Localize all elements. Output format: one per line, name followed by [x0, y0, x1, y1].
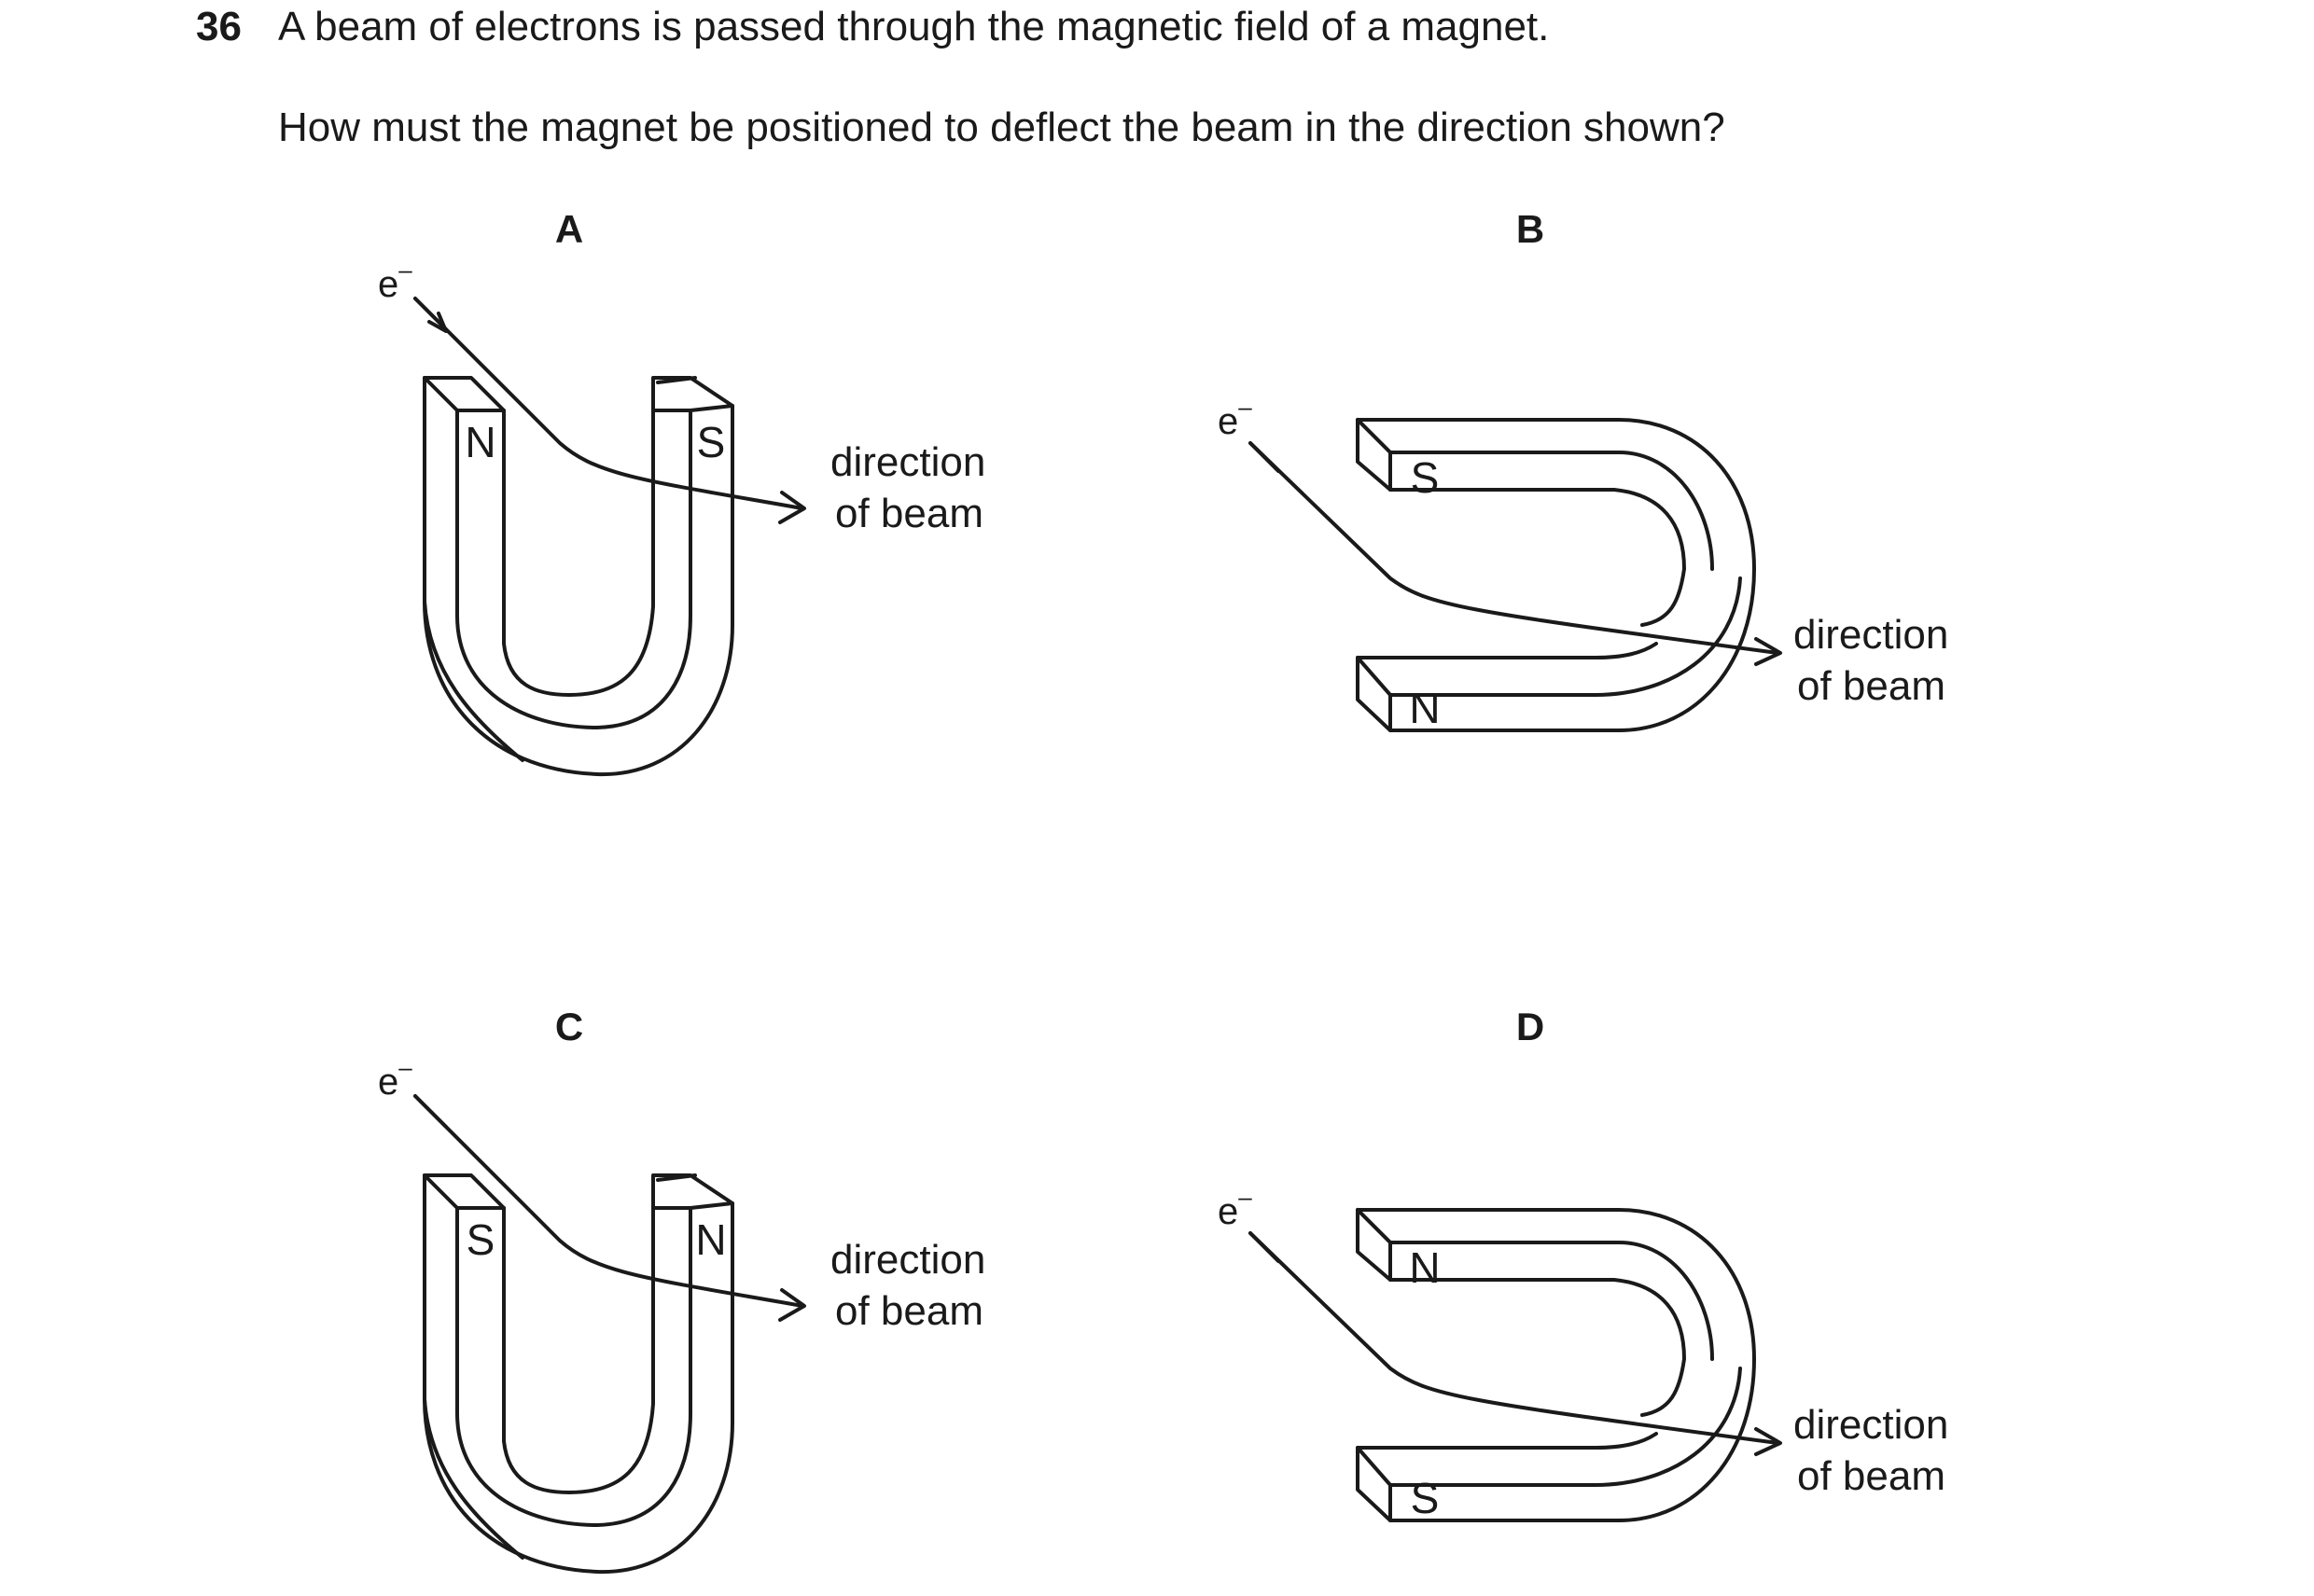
option-a-pole-left: N: [465, 418, 495, 466]
option-b-letter: B: [1516, 207, 1544, 251]
option-c-pole-right: N: [695, 1215, 726, 1264]
question-text: A beam of electrons is passed through th…: [278, 4, 1550, 49]
option-a-beam: [413, 297, 806, 524]
option-a-direction-line2: of beam: [835, 491, 983, 536]
option-d-pole-bottom: S: [1411, 1474, 1440, 1522]
option-b-direction-line1: direction: [1793, 612, 1948, 658]
option-c-beam: [413, 1094, 806, 1322]
option-d-letter: D: [1516, 1005, 1544, 1048]
option-d-pole-top: N: [1409, 1243, 1440, 1292]
option-c-letter: C: [555, 1005, 583, 1048]
option-b-pole-bottom: N: [1409, 684, 1440, 732]
question-prompt: How must the magnet be positioned to def…: [278, 104, 1725, 150]
option-c-pole-left: S: [467, 1215, 495, 1264]
option-b-pole-top: S: [1411, 453, 1440, 502]
option-d-electron-label: e–: [1218, 1183, 1252, 1232]
option-d-direction-line2: of beam: [1797, 1453, 1945, 1499]
option-a-direction-line1: direction: [830, 439, 985, 485]
question-number: 36: [196, 4, 242, 49]
option-b-electron-label: e–: [1218, 393, 1252, 442]
option-b-beam: [1248, 441, 1782, 666]
option-b-direction-line2: of beam: [1797, 663, 1945, 709]
option-a-letter: A: [555, 207, 583, 251]
option-c-electron-label: e–: [378, 1053, 412, 1103]
option-d-direction-line1: direction: [1793, 1402, 1948, 1448]
option-c-direction-line1: direction: [830, 1237, 985, 1283]
option-d-beam: [1248, 1231, 1782, 1456]
option-a-pole-right: S: [697, 418, 726, 466]
option-a-electron-label: e–: [378, 256, 412, 305]
option-c-direction-line2: of beam: [835, 1288, 983, 1334]
